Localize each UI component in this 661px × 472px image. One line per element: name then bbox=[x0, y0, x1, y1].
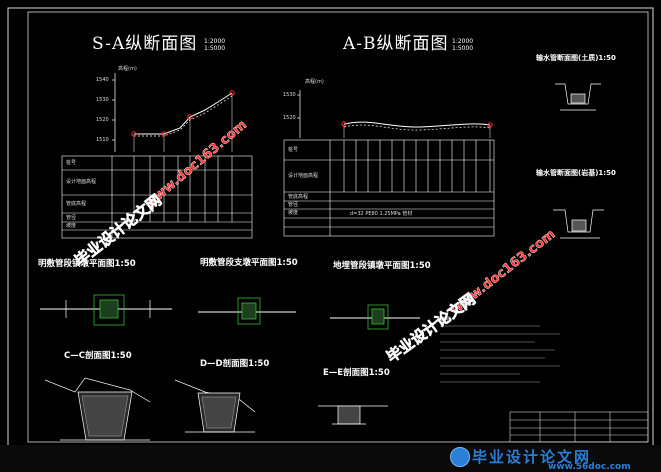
globe-icon bbox=[450, 447, 470, 467]
notes-title: 说明 bbox=[440, 317, 451, 323]
sa-scale-2: 1:5000 bbox=[204, 45, 226, 52]
pipe-plan-1-title: 明敷管段镇墩平面图1:50 bbox=[38, 259, 136, 269]
sa-node-marker bbox=[161, 131, 167, 137]
sa-row-label: 桩号 bbox=[66, 160, 77, 166]
sa-node-marker bbox=[187, 114, 193, 120]
sa-tick: 1520 bbox=[96, 117, 109, 123]
inlet-section-2-title: 输水管断面图(岩基)1:50 bbox=[536, 169, 616, 177]
ab-row-label: 设计地面高程 bbox=[288, 173, 319, 179]
section-ee-title: E—E剖面图1:50 bbox=[323, 368, 390, 378]
title-block bbox=[509, 411, 649, 443]
footer-strip bbox=[0, 445, 661, 472]
ab-scale-1: 1:2000 bbox=[452, 38, 474, 45]
footer-logo-text: 毕业设计论文网 bbox=[472, 448, 592, 466]
ab-profile-table bbox=[283, 139, 495, 237]
ab-pipe-note: d=32 PE80 1.25MPa 管材 bbox=[350, 211, 413, 217]
ab-profile-chart bbox=[297, 90, 491, 138]
sa-node-marker bbox=[131, 131, 137, 137]
sa-row-label: 管底高程 bbox=[66, 201, 87, 207]
section-cc bbox=[44, 377, 151, 441]
section-ee bbox=[318, 405, 388, 425]
sa-row-label: 管径 bbox=[66, 215, 77, 221]
section-dd bbox=[174, 379, 256, 433]
sa-row-label: 设计地面高程 bbox=[66, 179, 97, 185]
pipe-plan-3-title: 地埋管段镇墩平面图1:50 bbox=[333, 261, 431, 271]
sa-profile-title: S-A纵断面图 bbox=[92, 34, 198, 54]
sa-node-marker bbox=[229, 90, 235, 96]
sa-scale-1: 1:2000 bbox=[204, 38, 226, 45]
inlet-section-2 bbox=[553, 209, 604, 239]
ab-row-label: 桩号 bbox=[288, 147, 299, 153]
ab-profile-title: A-B纵断面图 bbox=[343, 34, 449, 54]
ab-row-label: 坡度 bbox=[288, 210, 299, 216]
section-cc-title: C—C剖面图1:50 bbox=[64, 351, 132, 361]
ab-node-marker bbox=[487, 122, 493, 128]
sa-elev-label: 高程(m) bbox=[118, 66, 137, 72]
ab-tick: 1530 bbox=[283, 92, 296, 98]
pipe-plan-2 bbox=[198, 297, 296, 325]
ab-tick: 1520 bbox=[283, 115, 296, 121]
sa-row-label: 坡度 bbox=[66, 223, 77, 229]
inlet-section-1 bbox=[555, 83, 601, 111]
sa-tick: 1510 bbox=[96, 137, 109, 143]
pipe-plan-3 bbox=[330, 304, 420, 330]
footer-logo-url: www.56doc.com bbox=[548, 462, 631, 472]
pipe-plan-1 bbox=[40, 294, 172, 326]
ab-scale-2: 1:5000 bbox=[452, 45, 474, 52]
pipe-plan-2-title: 明敷管段支墩平面图1:50 bbox=[200, 258, 298, 268]
sa-profile-table bbox=[61, 155, 253, 239]
inlet-section-1-title: 输水管断面图(土质)1:50 bbox=[536, 54, 616, 62]
ab-elev-label: 高程(m) bbox=[305, 79, 324, 85]
ab-node-marker bbox=[341, 121, 347, 127]
sa-tick: 1530 bbox=[96, 97, 109, 103]
sa-tick: 1540 bbox=[96, 77, 109, 83]
ab-row-label: 管底高程 bbox=[288, 194, 309, 200]
ab-row-label: 管径 bbox=[288, 202, 299, 208]
section-dd-title: D—D剖面图1:50 bbox=[200, 359, 270, 369]
notes-block bbox=[440, 325, 560, 383]
